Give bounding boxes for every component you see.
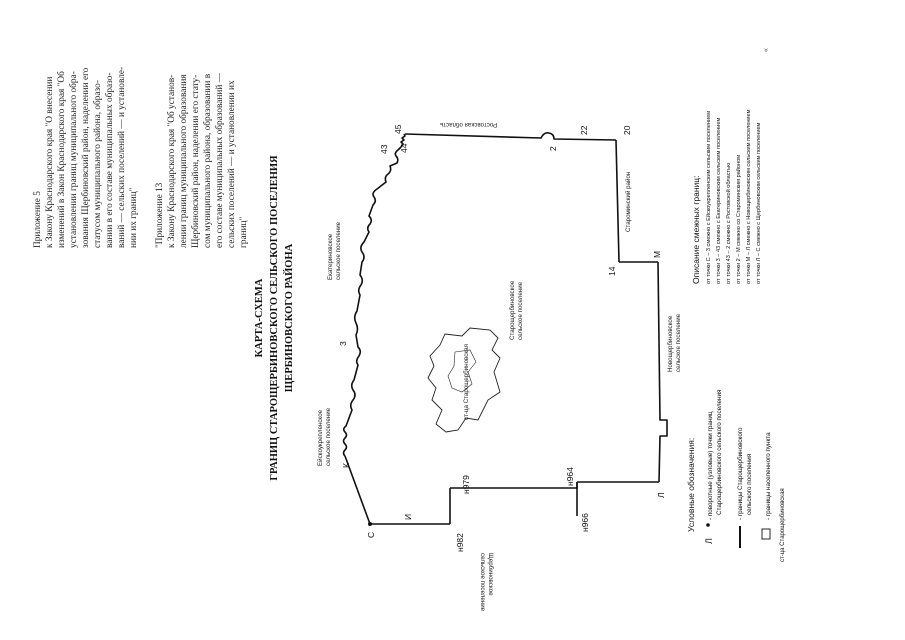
annex-note-line: "Приложение 13 bbox=[155, 182, 165, 248]
map-label-shcherbin: сельское поселение bbox=[479, 553, 486, 612]
description-title: Описание смежных границ: bbox=[691, 175, 701, 284]
legend-item1-text: - поворотные (узловые) точки границ bbox=[707, 411, 714, 520]
map-label-center: Старощербиновское bbox=[509, 280, 516, 340]
legend-item2-text: сельского поселения bbox=[746, 454, 753, 515]
header-note-line: вании в его составе муниципальных образо… bbox=[104, 73, 115, 248]
map-label-ekat: сельское поселение bbox=[335, 221, 342, 280]
map-label-novoshcher: Новощербиновское bbox=[667, 315, 674, 372]
description-line: от точки 43 – 2 смежно с Ростовской обла… bbox=[725, 163, 732, 284]
header-note-line: изменений в Закон Краснодарского края "О… bbox=[56, 71, 67, 248]
legend-item1-text: Старощербиновского сельского поселения bbox=[715, 390, 723, 515]
description-line: от точки Л – С смежно с Щербиновским сел… bbox=[756, 122, 762, 284]
legend-dot bbox=[706, 523, 710, 527]
point-label-44: 44 bbox=[399, 143, 409, 153]
header-note: Приложение 5 к Закону Краснодарского кра… bbox=[33, 67, 139, 248]
boundary-of-settlement bbox=[342, 132, 668, 525]
map-label-novoshcher: сельское поселение bbox=[675, 313, 682, 372]
boundary-segment bbox=[615, 139, 620, 263]
map-label-ekat: Екатериновское bbox=[327, 233, 334, 280]
legend-title: Условные обозначения: bbox=[686, 438, 696, 532]
point-label-n966: н966 bbox=[580, 513, 590, 532]
annex-note-line: лении границ муниципального образования bbox=[178, 74, 189, 248]
settlement-outline bbox=[427, 327, 501, 433]
turning-points: С И К 3 43 44 45 2 22 20 14 М Л н979 н98… bbox=[338, 124, 666, 552]
boundary-segment bbox=[342, 146, 402, 457]
point-label-2: 2 bbox=[548, 146, 558, 151]
header-note-line: установлении границ муниципального обра- bbox=[68, 71, 79, 248]
annex-note-line: сом муниципального района, образовании в bbox=[202, 73, 213, 248]
header-note-line: нии их границ" bbox=[129, 187, 139, 248]
boundary-segment bbox=[404, 132, 617, 141]
map-title-line: ГРАНИЦ СТАРОЩЕРБИНОВСКОГО СЕЛЬСКОГО ПОСЕ… bbox=[269, 155, 280, 481]
point-label-n979: н979 bbox=[461, 475, 471, 494]
point-label-3: 3 bbox=[338, 341, 348, 346]
map-title-line: ЩЕРБИНОВСКОГО РАЙОНА bbox=[283, 243, 295, 392]
legend-settlement-sample bbox=[761, 528, 771, 540]
header-note-line: ваний — сельских поселений — и установле… bbox=[116, 67, 127, 248]
map-title: КАРТА-СХЕМА ГРАНИЦ СТАРОЩЕРБИНОВСКОГО СЕ… bbox=[254, 155, 295, 481]
description-line: от точки М – Л смежно с Новощербиновским… bbox=[746, 109, 752, 284]
annex-note-line: к Закону Краснодарского края "Об установ… bbox=[166, 75, 177, 248]
annex-note-line: границ" bbox=[239, 216, 249, 248]
description-line: от точки С – 3 смежно с Ейскоукрепленски… bbox=[705, 111, 712, 284]
header-note-line: статусом муниципального района, образо- bbox=[92, 80, 103, 248]
legend-item3-text: - границы населенного пункта bbox=[765, 432, 772, 520]
point-label-i: И bbox=[403, 514, 413, 520]
map-label-yeisk: Ейскоукрепленское bbox=[317, 409, 324, 466]
annex-note-line: Щербиновский район, наделении его стату- bbox=[190, 75, 201, 248]
map-label-center: сельское поселение bbox=[517, 281, 524, 340]
header-note-line: зования Щербиновский район, наделении ег… bbox=[80, 67, 91, 248]
corner-mark: « bbox=[763, 48, 770, 52]
legend-item2-text: - границы Старощербиновского bbox=[736, 427, 744, 520]
point-label-n982: н982 bbox=[455, 533, 465, 552]
annex-note-line: его составе муниципальных образований — bbox=[214, 72, 225, 248]
header-note-line: к Закону Краснодарского края "О внесении bbox=[45, 77, 55, 248]
annex-note: "Приложение 13 к Закону Краснодарского к… bbox=[155, 72, 249, 248]
map-label-settlement: ст-ца Старощербиновская bbox=[463, 344, 470, 420]
map-label-starominsk: Староминский район bbox=[625, 172, 632, 232]
annex-note-line: сельских поселений — и установлении их bbox=[226, 80, 237, 248]
point-label-s: С bbox=[366, 532, 376, 538]
point-label-22: 22 bbox=[579, 125, 589, 135]
point-label-45: 45 bbox=[393, 124, 403, 134]
legend: Условные обозначения: Л - поворотные (уз… bbox=[686, 390, 786, 562]
map-label-rostov: Ростовская область bbox=[440, 121, 497, 128]
map-label-yeisk: сельское поселение bbox=[325, 407, 332, 466]
header-note-line: Приложение 5 bbox=[33, 191, 43, 248]
map-label-shcherbin: Щербиновское bbox=[487, 553, 494, 596]
point-label-m: М bbox=[652, 251, 662, 258]
point-marker bbox=[368, 522, 372, 526]
point-label-n964: н964 bbox=[565, 467, 575, 486]
description-line: от точки 2 – М смежно со Староминским ра… bbox=[735, 155, 742, 284]
point-label-20: 20 bbox=[622, 125, 632, 135]
legend-symbol-l: Л bbox=[704, 538, 714, 544]
legend-item3-sub: ст-ца Старощербиновская bbox=[780, 488, 786, 562]
boundary-segment bbox=[400, 133, 406, 148]
point-label-l: Л bbox=[656, 492, 666, 498]
boundary-segment bbox=[344, 455, 371, 525]
map-title-line: КАРТА-СХЕМА bbox=[254, 278, 265, 357]
boundary-segment bbox=[657, 261, 668, 483]
point-label-k: К bbox=[341, 463, 351, 468]
point-label-43: 43 bbox=[379, 144, 389, 154]
point-label-14: 14 bbox=[607, 266, 617, 276]
adjacent-borders-description: Описание смежных границ: от точки С – 3 … bbox=[691, 109, 762, 284]
description-line: от точки 3 – 43 смежно с Екатериновским … bbox=[716, 117, 722, 284]
